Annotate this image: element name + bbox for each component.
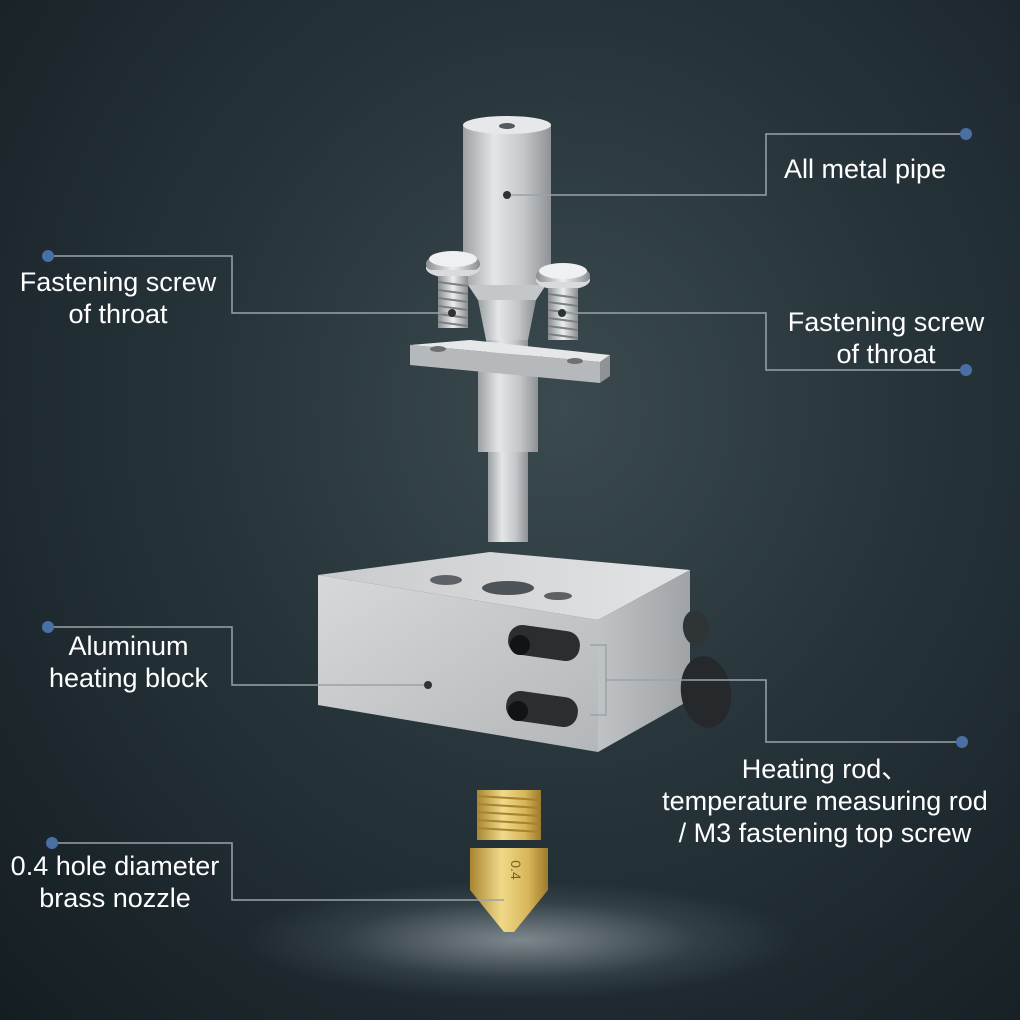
label-heating-rod-line3: / M3 fastening top screw <box>640 817 1010 849</box>
label-screw-left-line2: of throat <box>8 298 228 330</box>
label-heating-rod: Heating rod、 temperature measuring rod /… <box>640 753 1010 849</box>
label-heating-block: Aluminum heating block <box>36 630 221 694</box>
label-nozzle-line1: 0.4 hole diameter <box>0 850 230 882</box>
brass-nozzle: 0.4 <box>470 790 548 932</box>
label-heating-rod-line2: temperature measuring rod <box>640 785 1010 817</box>
throat-screw-right <box>536 263 590 340</box>
dot-nozzle-end <box>46 837 58 849</box>
label-screw-right-line1: Fastening screw <box>776 306 996 338</box>
dot-screw-left-end <box>42 250 54 262</box>
label-nozzle-line2: brass nozzle <box>0 882 230 914</box>
heating-block <box>318 552 736 752</box>
label-heating-block-line2: heating block <box>36 662 221 694</box>
label-screw-left: Fastening screw of throat <box>8 266 228 330</box>
dot-heating-rod-end <box>956 736 968 748</box>
label-screw-left-line1: Fastening screw <box>8 266 228 298</box>
label-metal-pipe: All metal pipe <box>784 153 946 185</box>
nozzle-marking: 0.4 <box>508 860 524 880</box>
label-screw-right: Fastening screw of throat <box>776 306 996 370</box>
metal-pipe <box>463 116 551 542</box>
label-metal-pipe-line1: All metal pipe <box>784 153 946 185</box>
label-heating-block-line1: Aluminum <box>36 630 221 662</box>
label-screw-right-line2: of throat <box>776 338 996 370</box>
label-nozzle: 0.4 hole diameter brass nozzle <box>0 850 230 914</box>
dot-metal-pipe-end <box>960 128 972 140</box>
label-heating-rod-line1: Heating rod、 <box>640 753 1010 785</box>
